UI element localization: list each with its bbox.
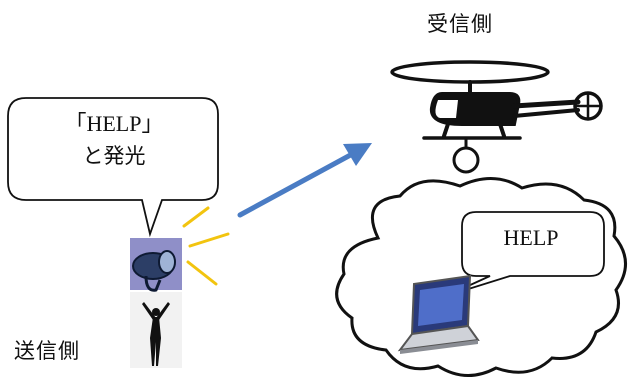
transmission-arrow [237, 143, 372, 218]
sender-bubble-line2: と発光 [82, 144, 146, 168]
signal-lamp [130, 238, 182, 292]
receiver-bubble-text: HELP [503, 225, 559, 250]
laptop-icon [397, 274, 480, 354]
sender-label: 送信側 [14, 339, 80, 363]
receiver-speech-bubble [445, 211, 605, 297]
sender-speech-bubble [7, 97, 219, 238]
sender-bubble-line1: 「HELP」 [64, 111, 164, 136]
helicopter-icon [390, 60, 603, 174]
cloud-shape [335, 176, 627, 378]
person-silhouette [130, 292, 182, 368]
receiver-label: 受信側 [427, 12, 493, 36]
sender-bubble-text: 「HELP」 と発光 [8, 108, 220, 172]
light-rays [182, 206, 230, 286]
